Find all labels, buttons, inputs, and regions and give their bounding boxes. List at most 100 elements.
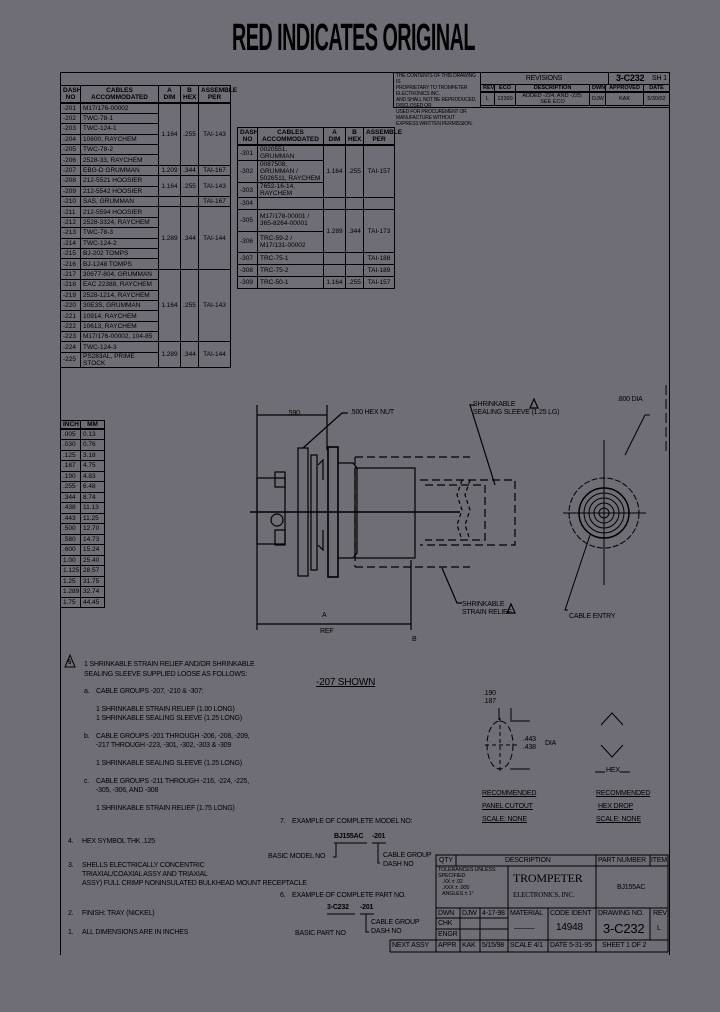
column-header: A DIM: [323, 127, 346, 146]
tb-code-ident: 14948: [556, 922, 583, 933]
note-2-number: 2.: [68, 910, 74, 917]
cutout-caption: SCALE: NONE: [482, 816, 527, 823]
note-5b-label: b.: [84, 733, 90, 740]
column-header: A DIM: [158, 85, 181, 104]
note-5b-head: CABLE GROUPS -201 THROUGH -206, -208, -2…: [96, 733, 250, 740]
note-5a-label: a.: [84, 688, 90, 695]
column-header-text: CABLES ACCOMMODATED: [91, 87, 148, 101]
column-header: CABLES ACCOMMODATED: [80, 85, 159, 104]
note-5a-item: 1 SHRINKABLE SEALING SLEEVE (1.25 LONG): [96, 715, 242, 722]
dim-b-label: B: [412, 636, 417, 643]
revisions-title: REVISIONS: [525, 75, 563, 82]
revisions-column-header: DATE: [643, 84, 670, 93]
tb-appr-by: KAK: [462, 942, 476, 949]
dia-800-label: .800 DIA: [617, 396, 643, 403]
tb-description: DESCRIPTION: [505, 857, 551, 864]
cutout-caption: RECOMMENDED: [482, 790, 537, 797]
column-header-text: B HEX: [183, 87, 197, 101]
column-header-text: B HEX: [348, 129, 362, 143]
cable-entry-label: CABLE ENTRY: [569, 613, 616, 620]
revision-notice-line: USED FOR PROCUREMENT OR MANUFACTURE WITH…: [396, 109, 467, 121]
tb-qty: QTY: [439, 857, 453, 864]
view-label: -207 SHOWN: [316, 677, 376, 688]
revision-sheet: SH 1: [652, 75, 667, 82]
assemble-per: TAI-143: [198, 268, 231, 343]
note-1-text: ALL DIMENSIONS ARE IN INCHES: [82, 929, 189, 936]
dim-a-label: A: [322, 612, 327, 619]
note-4-text: HEX SYMBOL THK .125: [82, 838, 155, 845]
cutout-dim-1: .190: [483, 690, 496, 697]
tb-part: BJ155AC: [617, 884, 646, 891]
example-model-dash: -201: [372, 833, 386, 840]
tb-drawing-no-label: DRAWING NO.: [598, 910, 644, 917]
note-7-text: EXAMPLE OF COMPLETE MODEL NO:: [292, 818, 413, 825]
tb-code-ident-label: CODE IDENT: [550, 910, 592, 917]
column-header: ASSEMBLE PER: [198, 85, 237, 104]
note-flag-number: 5: [68, 660, 72, 666]
tb-date: DATE 5-31-95: [550, 942, 592, 949]
tb-tolerance: TOLERANCES UNLESS SPECIFIED: [438, 867, 496, 879]
note-3-line: TRIAXIAL/COAXIAL ASSY AND TRIAXIAL: [82, 871, 208, 878]
revision-drawing-number: 3-C232: [616, 73, 645, 83]
tb-drawing-no: 3-C232: [603, 921, 645, 936]
tb-material-label: MATERIAL: [510, 910, 543, 917]
tb-tolerances: TOLERANCES UNLESS SPECIFIED .XX ± .02 .X…: [438, 867, 506, 897]
column-header-text: CABLES ACCOMMODATED: [262, 129, 319, 143]
end-view: [563, 385, 667, 611]
tb-material: ———: [514, 925, 535, 932]
tb-dwn-date: 4-17-98: [482, 910, 505, 917]
revisions-column-header: DWN: [589, 84, 606, 93]
hex-label: HEX: [606, 767, 620, 774]
note-2-text: FINISH: TRAY (NICKEL): [82, 910, 155, 917]
assemble-per: TAI-144: [198, 206, 231, 270]
assemble-per: TAI-167: [198, 195, 231, 208]
cutout-dia-1: .443: [523, 736, 536, 743]
hex-nut-label: .500 HEX NUT: [350, 409, 394, 416]
assemble-per: TAI-144: [198, 341, 231, 368]
tb-appr-date: 5/15/98: [482, 942, 504, 949]
hex-drop-caption: RECOMMENDED: [596, 790, 651, 797]
revision-notice-line: EXPRESS WRITTEN PERMISSION.: [396, 121, 473, 127]
note-flag-triangle: [64, 653, 76, 668]
assemble-per: TAI-167: [198, 164, 231, 177]
tb-dwn-by: DJW: [462, 910, 477, 917]
cutout-dim-2: .187: [483, 698, 496, 705]
column-header-text: A DIM: [163, 87, 176, 101]
example-leaders: [327, 842, 386, 933]
cutout-dia-label: DIA: [545, 740, 557, 747]
cables-accommodated: M17/178-00001 / 365-8264-00001: [257, 209, 324, 232]
revision-cell: KAK: [605, 91, 644, 106]
note-3-number: 3.: [68, 862, 74, 869]
assemble-per: TAI-157: [363, 144, 395, 198]
tb-dwn: DWN: [438, 910, 455, 917]
note-6-number: 6.: [280, 892, 286, 899]
tb-rev-label: REV: [653, 910, 667, 917]
cable-group-label: CABLE GROUP: [371, 919, 420, 926]
column-header-text: A DIM: [328, 129, 341, 143]
column-header: ASSEMBLE PER: [363, 127, 402, 146]
note-3-line: SHELLS ELECTRICALLY CONCENTRIC: [82, 862, 205, 869]
revision-cell: 5/30/02: [643, 91, 670, 106]
page-title: RED INDICATES ORIGINAL: [232, 17, 475, 59]
mm-value: 44.45: [80, 596, 105, 608]
hex-drop-caption: HEX DROP: [598, 803, 633, 810]
sealing-sleeve-label-2: SEALING SLEEVE (1.25 LG): [473, 409, 560, 416]
tb-rev: L: [657, 925, 661, 932]
note-1-number: 1.: [68, 929, 74, 936]
column-header-text: DASH NO: [63, 87, 82, 101]
